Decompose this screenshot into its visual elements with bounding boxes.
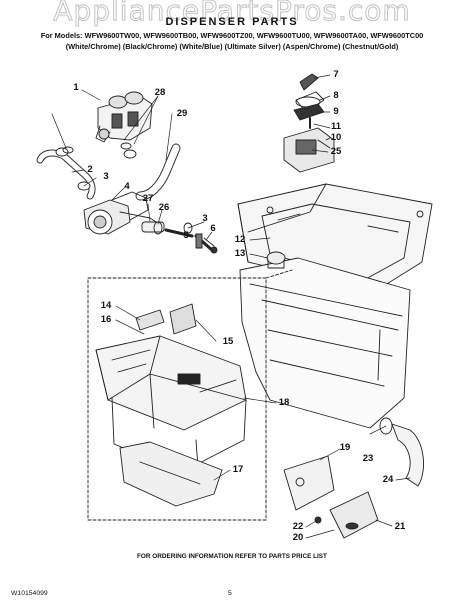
callout-12: 12 [234,234,246,245]
callout-19: 19 [339,442,351,453]
callout-3b: 3 [202,213,208,224]
callout-9: 9 [333,106,339,117]
colors-line: (White/Chrome) (Black/Chrome) (White/Blu… [65,42,399,51]
ordering-note: FOR ORDERING INFORMATION REFER TO PARTS … [137,553,327,560]
callout-26: 26 [158,202,170,213]
callout-6: 6 [210,223,216,234]
flow-valve-stack [283,73,335,173]
siphon-caps [135,303,197,335]
callout-8: 8 [333,90,339,101]
callout-2: 2 [87,164,93,175]
callout-27: 27 [142,193,154,204]
models-line: For Models: WFW9600TW00, WFW9600TB00, WF… [40,31,424,40]
callout-11: 11 [330,121,342,132]
callout-5: 5 [183,230,189,241]
drawer-bottom [119,441,223,507]
callout-24: 24 [382,474,394,485]
callout-20: 20 [292,532,304,543]
small-hose-and-clamps [141,221,218,254]
diagram-title: DISPENSER PARTS [165,16,299,28]
watermark: AppliancePartsPros.com [53,0,411,28]
callout-22: 22 [292,521,304,532]
callout-3: 3 [103,171,109,182]
dispenser-housing [239,251,411,429]
callout-14: 14 [100,300,112,311]
callout-17: 17 [232,464,244,475]
water-valve [95,91,153,143]
fill-inlet-assembly [83,191,163,235]
callout-21: 21 [394,521,406,532]
callout-29: 29 [176,108,188,119]
callout-16: 16 [100,314,112,325]
callout-13: 13 [234,248,246,259]
dispenser-drawer [95,335,247,473]
callout-4: 4 [124,181,130,192]
callout-15: 15 [222,336,234,347]
callout-18: 18 [278,397,290,408]
hose-clamp [62,142,137,159]
valve-hose [135,143,181,201]
lower-right-parts [283,417,424,539]
callout-7: 7 [333,69,339,80]
document-number: W10154099 [11,590,48,597]
callout-1: 1 [73,82,79,93]
leader-lines [51,74,411,539]
callout-23: 23 [362,453,374,464]
page-number: 5 [228,590,232,597]
callout-25: 25 [330,146,342,157]
callout-10: 10 [330,132,342,143]
callout-28: 28 [154,87,166,98]
